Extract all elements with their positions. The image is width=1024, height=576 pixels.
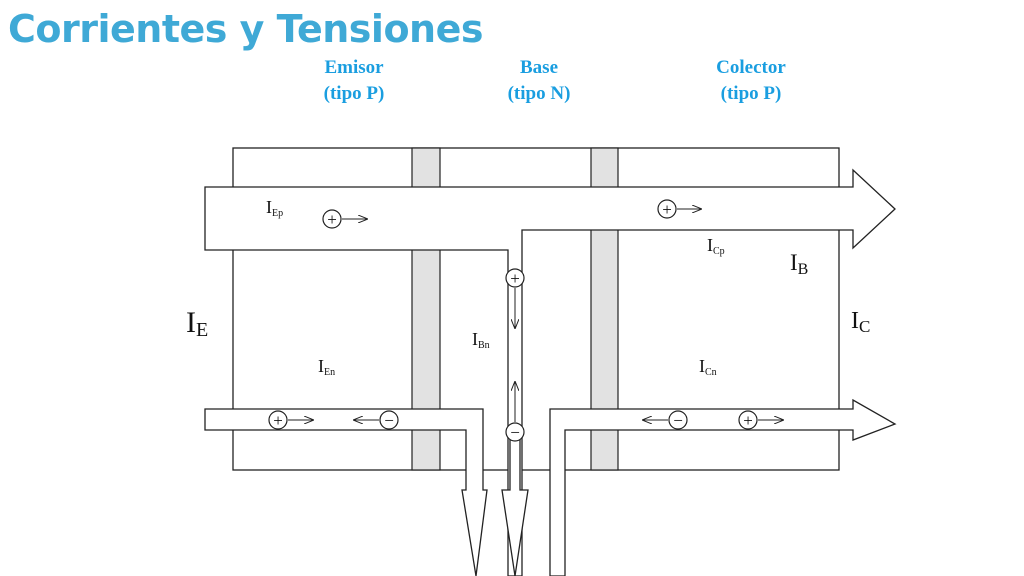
svg-text:−: − <box>510 423 520 442</box>
region-type: (tipo P) <box>720 83 782 104</box>
electron-carrier-emitter: − <box>354 410 399 430</box>
region-name: Emisor <box>324 57 384 78</box>
svg-text:+: + <box>273 411 283 430</box>
region-name: Colector <box>716 57 786 78</box>
svg-text:+: + <box>662 200 672 219</box>
region-type: (tipo P) <box>323 83 385 104</box>
label-IEn: IEn <box>318 356 335 378</box>
page-title: Corrientes y Tensiones <box>8 7 484 51</box>
region-name: Base <box>520 57 558 78</box>
label-IC: IC <box>851 308 870 336</box>
electron-carrier-base: − <box>505 382 525 442</box>
region-type: (tipo N) <box>507 83 571 104</box>
hole-flow-arrow <box>204 168 896 576</box>
collector-lower-arrow <box>549 398 897 576</box>
region-label-emisor: Emisor (tipo P) <box>274 55 434 107</box>
label-ICp: ICp <box>707 235 725 257</box>
label-IE: IE <box>186 306 208 341</box>
svg-text:+: + <box>510 269 520 288</box>
hole-carrier-collector-top: + <box>657 199 701 219</box>
label-ICn: ICn <box>699 356 717 378</box>
svg-text:−: − <box>673 411 683 430</box>
svg-text:+: + <box>743 411 753 430</box>
electron-carrier-collector: − <box>643 410 688 430</box>
svg-text:+: + <box>327 210 337 229</box>
svg-text:−: − <box>384 411 394 430</box>
region-label-base: Base (tipo N) <box>459 55 619 107</box>
label-IEp: IEp <box>266 197 283 219</box>
region-label-colector: Colector (tipo P) <box>671 55 831 107</box>
hole-carrier-collector-bottom: + <box>738 410 783 430</box>
label-IB: IB <box>790 250 808 278</box>
hole-carrier-base: + <box>505 268 525 328</box>
hole-carrier-emitter-top: + <box>322 209 367 229</box>
hole-carrier-emitter-bottom: + <box>268 410 313 430</box>
emitter-lower-arrow <box>204 408 488 576</box>
label-IBn: IBn <box>472 329 490 351</box>
